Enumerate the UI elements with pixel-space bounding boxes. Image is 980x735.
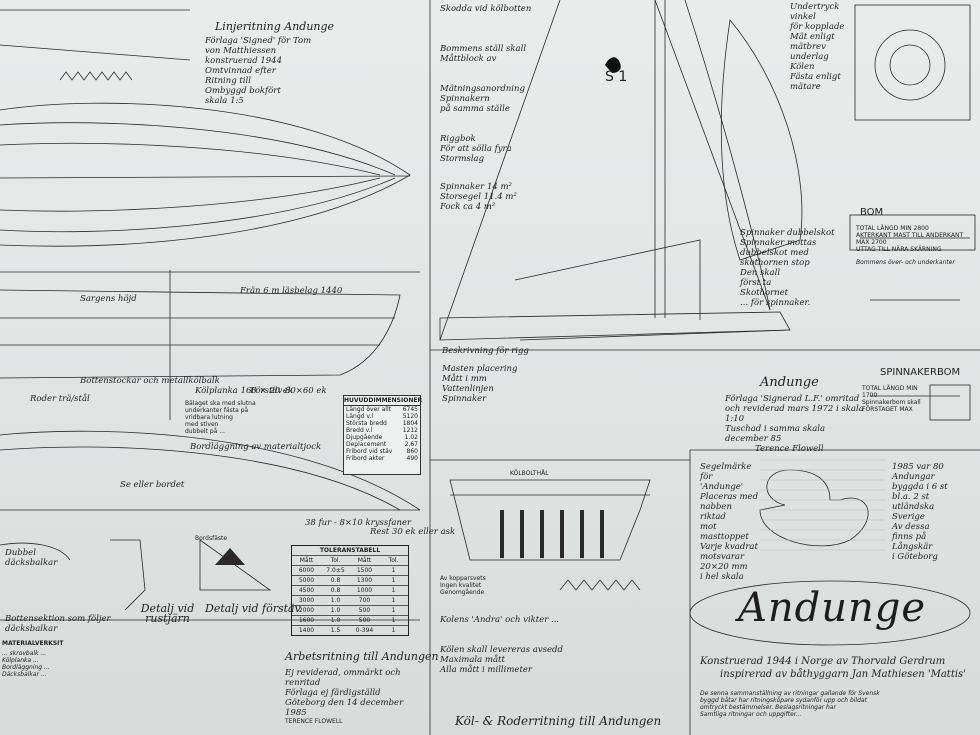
hull-lines-notes: Förlaga 'Signed' för Tom von Matthiessen… xyxy=(205,36,312,106)
design-credit-title: Andunge xyxy=(760,375,819,390)
plywood-spec-label: 38 fur - 8×10 kryssfaner xyxy=(305,518,412,528)
bolt-spec-label: Rest 30 ek eller ask xyxy=(370,527,456,537)
keel-drawing-top-label: KÖLBOLTHÅL xyxy=(510,470,549,477)
boom-title: BOM xyxy=(860,207,884,218)
construction-credit: Konstruerad 1944 i Norge av Thorvald Ger… xyxy=(700,656,966,680)
hull-lines-title: Linjeritning Andunge xyxy=(215,20,335,33)
keel-drawing-title: Köl- & Roderritning till Andungen xyxy=(455,714,662,728)
frame-section-label: Se eller bordet xyxy=(120,480,185,490)
material-list-lines: ... skrovbalk ...Kölplanka ...Bordläggni… xyxy=(2,650,50,678)
sail-number: S 1 xyxy=(605,69,628,85)
keel-drawing-note: Kolens 'Andra' och vikter ... xyxy=(440,615,560,625)
bow-detail-label: Detalj vid förstäv xyxy=(205,602,301,615)
duck-sail-emblem-icon xyxy=(605,57,621,73)
bottom-section-label: Bottensektion som följer däcksbalkar xyxy=(5,614,111,634)
deck-beam-label: Dubbel däcksbalkar xyxy=(5,548,58,568)
spinnaker-boom-title: SPINNAKERBOM xyxy=(880,367,961,378)
andunge-logo: Andunge xyxy=(738,585,927,631)
stern-detail-label: Detalj vid rustjärn xyxy=(140,602,195,625)
bottom-right-note: De senna sammanställning av ritningar ga… xyxy=(700,690,880,718)
rigging-heading: Beskrivning för rigg xyxy=(442,346,529,356)
knee-label: Bordsfäste xyxy=(195,535,228,542)
material-list-title: MATERIALVERKSIT xyxy=(2,640,64,647)
arbets-title: Arbetsritning till Andungen xyxy=(285,650,439,663)
